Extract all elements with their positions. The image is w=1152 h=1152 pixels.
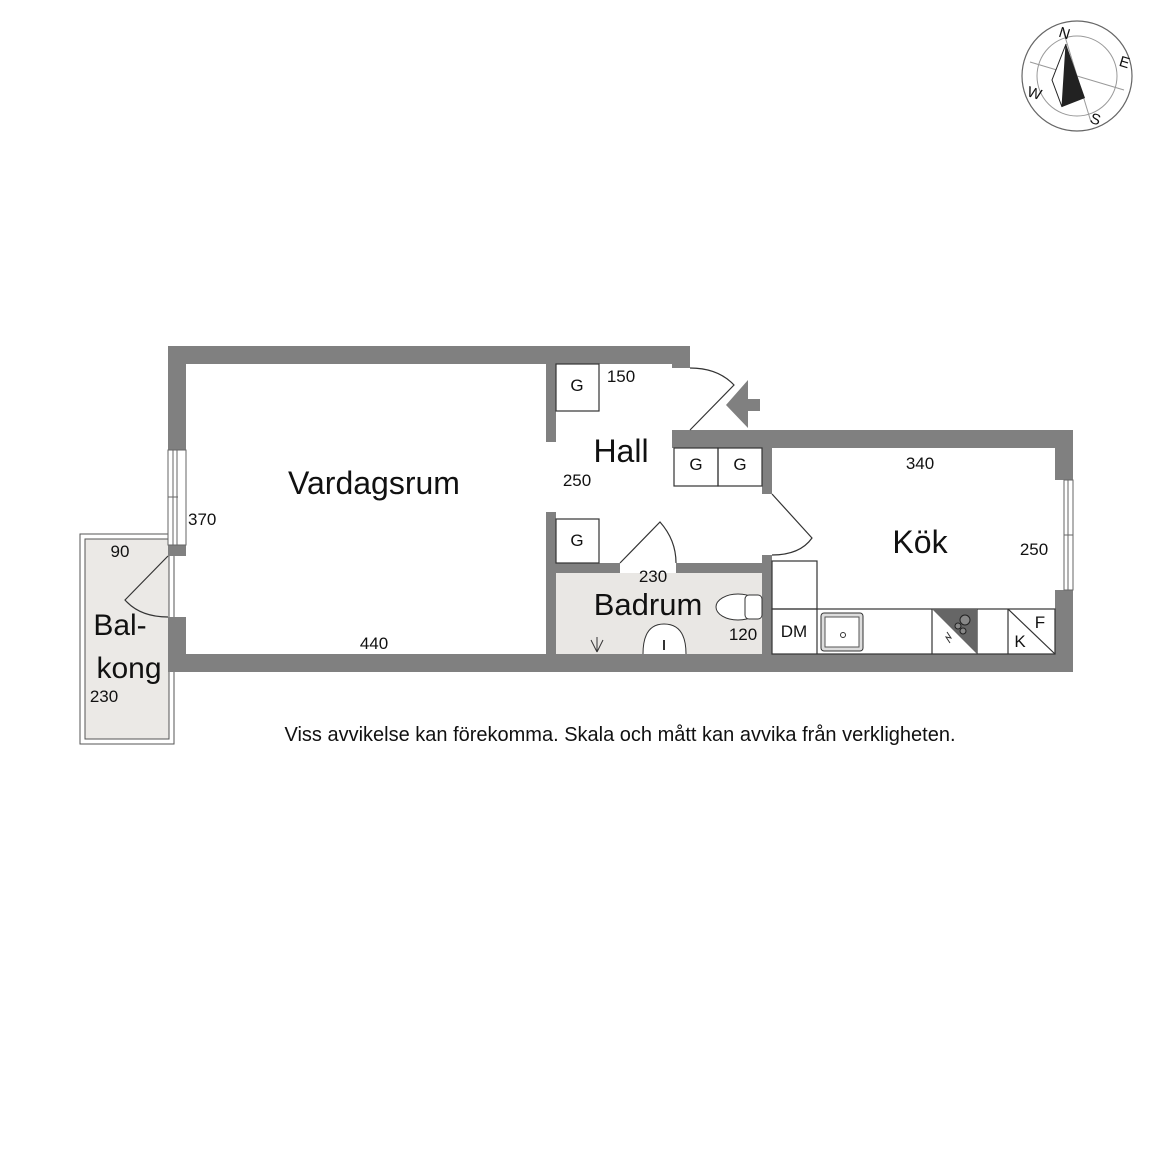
dimension-label: 440 [360, 634, 388, 653]
compass-north: N [1057, 24, 1072, 43]
room-label-hall: Hall [593, 433, 648, 469]
dimension-label: 340 [906, 454, 934, 473]
dimension-label: 370 [188, 510, 216, 529]
doors [124, 367, 813, 618]
dimension-label: 90 [111, 542, 130, 561]
room-label-balkong: Bal- [93, 609, 146, 642]
closet-label: G [733, 455, 746, 474]
disclaimer: Viss avvikelse kan förekomma. Skala och … [284, 724, 955, 746]
stove-icon [932, 609, 977, 654]
kitchen-counter [771, 560, 1056, 655]
shower-icon [590, 637, 604, 653]
dimension-label: 230 [90, 687, 118, 706]
sink-icon [642, 623, 687, 655]
closet-label: G [570, 376, 583, 395]
compass-east: E [1117, 53, 1132, 72]
dimension-label: 150 [607, 367, 635, 386]
dimension-label: 230 [639, 567, 667, 586]
closets [555, 363, 763, 564]
freezer-label: K [1014, 632, 1026, 651]
toilet-icon [715, 593, 763, 621]
closet-label: G [689, 455, 702, 474]
window-kitchen [1063, 479, 1074, 591]
closet-label: G [570, 531, 583, 550]
balcony [79, 533, 175, 745]
kitchen-sink-icon [820, 612, 864, 652]
dishwasher-label: DM [781, 622, 807, 641]
fridge-label: F [1035, 613, 1045, 632]
compass-south: S [1088, 110, 1103, 129]
compass-west: W [1025, 83, 1044, 104]
compass-icon: N E S W [1021, 20, 1133, 132]
room-label-balkong: kong [96, 652, 161, 685]
room-label-vardagsrum: Vardagsrum [288, 465, 460, 501]
room-label-kok: Kök [892, 524, 948, 560]
window-living [167, 449, 187, 546]
room-label-badrum: Badrum [594, 587, 703, 622]
dimension-label: 120 [729, 625, 757, 644]
dimension-label: 250 [563, 471, 591, 490]
walls [168, 346, 1073, 672]
entrance-arrow-icon [726, 380, 760, 428]
dimension-label: 250 [1020, 540, 1048, 559]
